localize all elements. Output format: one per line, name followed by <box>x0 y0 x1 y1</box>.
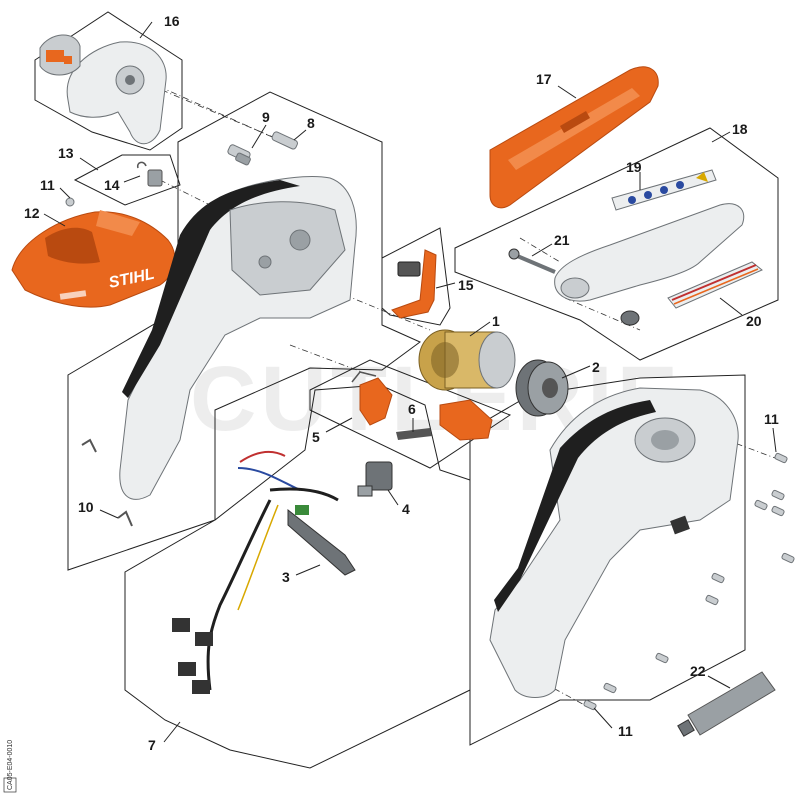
part-grease-tube <box>677 671 776 737</box>
leader-line-21 <box>531 243 553 257</box>
leader-line-4 <box>387 489 399 506</box>
part-decal-strip <box>667 261 763 309</box>
part-latch <box>136 161 163 187</box>
part-pin-9 <box>227 144 251 166</box>
callout-19: 19 <box>626 159 642 175</box>
frame-group-16 <box>34 11 183 151</box>
callout-9: 9 <box>262 109 270 125</box>
leader-line-14 <box>123 175 141 183</box>
callout-11-right: 11 <box>764 411 779 427</box>
leader-line-11-right <box>772 427 777 453</box>
part-wiring-harness <box>172 450 356 694</box>
part-trigger <box>396 399 493 441</box>
assembly-line <box>344 294 431 331</box>
part-screw <box>65 197 75 207</box>
leader-line-11-bottom <box>593 707 613 729</box>
callout-21: 21 <box>554 232 570 248</box>
leader-line-5 <box>325 417 353 433</box>
callout-14: 14 <box>104 177 120 193</box>
frame-group-7 <box>67 91 471 769</box>
leader-line-11-top <box>59 187 71 199</box>
part-decal <box>611 169 717 211</box>
leader-line-10 <box>99 509 119 519</box>
callout-11-top: 11 <box>40 177 55 193</box>
callout-12: 12 <box>24 205 40 221</box>
callout-8: 8 <box>307 115 315 131</box>
part-top-cover: STIHL <box>11 210 176 308</box>
callout-17: 17 <box>536 71 552 87</box>
side-code-box <box>3 777 17 793</box>
frame-group-right-housing <box>469 374 746 746</box>
callout-1: 1 <box>492 313 500 329</box>
leader-line-17 <box>557 85 577 99</box>
side-code: CA05-E04-0010 <box>7 740 14 790</box>
part-switch <box>357 461 393 497</box>
leader-line-16 <box>139 21 153 39</box>
callout-10: 10 <box>78 499 94 515</box>
callout-3: 3 <box>282 569 290 585</box>
callout-22: 22 <box>690 663 706 679</box>
part-left-housing <box>119 175 357 500</box>
callout-15: 15 <box>458 277 474 293</box>
leader-line-1 <box>469 321 491 337</box>
assembly-line <box>289 344 371 376</box>
callout-13: 13 <box>58 145 74 161</box>
callout-11-bottom: 11 <box>618 723 633 739</box>
leader-line-3 <box>295 564 321 576</box>
part-guide-bar-cover <box>489 66 659 209</box>
callout-6: 6 <box>408 401 416 417</box>
leader-line-15 <box>435 282 456 289</box>
leader-line-8 <box>293 129 307 141</box>
frame-group-13 <box>73 154 181 206</box>
callout-16: 16 <box>164 13 180 29</box>
callout-2: 2 <box>592 359 600 375</box>
callout-7: 7 <box>148 737 156 753</box>
part-sprocket-cover <box>554 203 745 302</box>
part-bolt <box>508 248 640 326</box>
part-rear-cap <box>39 34 167 145</box>
leader-line-22 <box>707 675 731 689</box>
assembly-line <box>149 84 281 141</box>
part-motor <box>418 329 516 391</box>
leader-line-20 <box>719 297 743 316</box>
callout-20: 20 <box>746 313 762 329</box>
leader-line-2 <box>561 365 591 379</box>
leader-line-9 <box>251 124 267 149</box>
callout-18: 18 <box>732 121 748 137</box>
frame-group-15 <box>381 227 451 326</box>
leader-line-12 <box>43 213 66 227</box>
leader-line-18 <box>711 131 731 143</box>
part-motor-end-cap <box>515 359 569 417</box>
callout-5: 5 <box>312 429 320 445</box>
part-bracket <box>391 249 437 319</box>
part-clip <box>81 438 133 527</box>
part-pin-8 <box>271 131 298 150</box>
part-right-housing <box>489 387 739 698</box>
leader-line-13 <box>79 157 99 171</box>
callout-4: 4 <box>402 501 410 517</box>
part-lever-assembly <box>351 371 393 426</box>
leader-line-7 <box>163 721 181 743</box>
part-screw-group <box>583 452 795 711</box>
